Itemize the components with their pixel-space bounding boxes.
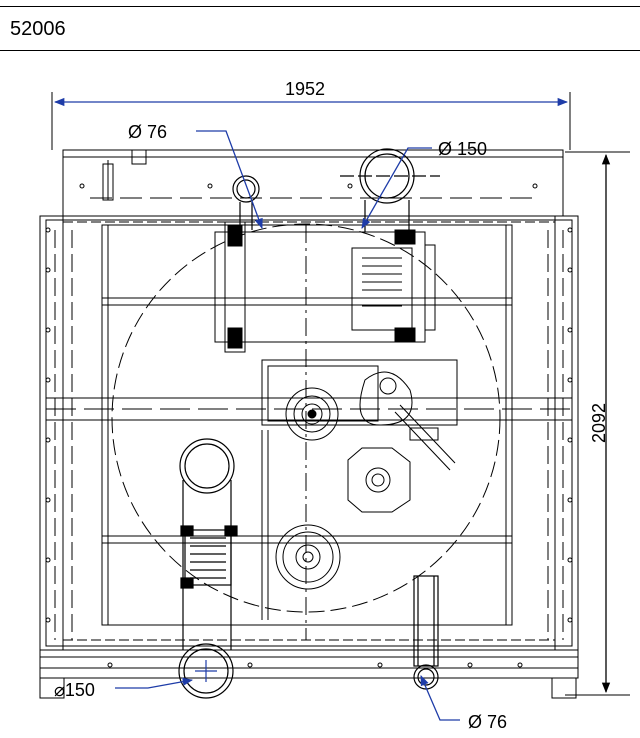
header-bottom-rule — [0, 50, 640, 51]
height-dimension: 2092 — [565, 151, 630, 696]
callout-bottom-right-label: Ø 76 — [468, 712, 507, 732]
width-label: 1952 — [285, 79, 325, 99]
callout-top-right: Ø 150 — [361, 139, 487, 229]
lower-center-disc — [261, 430, 341, 620]
drawing-number: 52006 — [10, 18, 66, 40]
height-label: 2092 — [589, 403, 609, 443]
callout-top-left-label: Ø 76 — [128, 122, 167, 142]
width-dimension: 1952 — [51, 79, 571, 150]
callout-bottom-right: Ø 76 — [420, 675, 507, 732]
callout-top-left: Ø 76 — [128, 122, 263, 229]
callout-bottom-left-label: ⌀150 — [54, 680, 95, 700]
pipe-top-left — [232, 175, 260, 230]
pipe-bottom-left — [178, 643, 234, 699]
frame-outline — [39, 149, 579, 699]
callout-bottom-left: ⌀150 — [54, 677, 194, 700]
pipe-bottom-right — [413, 575, 439, 690]
callout-top-right-label: Ø 150 — [438, 139, 487, 159]
frame-bolts — [45, 183, 573, 668]
lower-left-assembly — [179, 438, 238, 650]
rotor-outline — [111, 223, 501, 613]
top-fittings — [102, 149, 147, 201]
header-top-rule — [0, 6, 640, 7]
central-gearbox — [261, 359, 458, 513]
upper-drive-unit — [214, 221, 436, 353]
pipe-top-right — [340, 148, 440, 232]
